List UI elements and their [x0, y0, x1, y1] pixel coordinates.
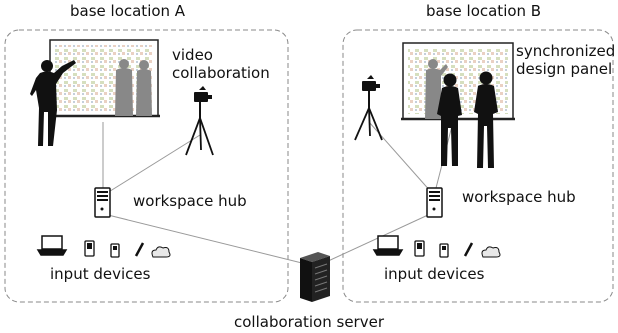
site-b-title: base location B [426, 2, 542, 20]
phone-icon [110, 243, 120, 258]
tower-server-icon [94, 187, 111, 218]
site-b-boundary [342, 29, 614, 303]
hub-a-label: workspace hub [133, 192, 247, 210]
tower-server-icon [426, 187, 443, 218]
panel-b-caption-line-2: design panel [516, 60, 613, 78]
panel-a-caption-line-1: video [172, 46, 213, 64]
tripod-camera-icon [354, 75, 383, 141]
panel-b-caption: synchronized design panel [516, 42, 615, 78]
devices-b-label: input devices [384, 265, 485, 283]
phone-icon [414, 240, 425, 257]
cloud-icon [151, 246, 171, 258]
panel-a-caption-line-2: collaboration [172, 64, 270, 82]
laptop-icon [36, 235, 68, 256]
presenter-silhouette [30, 60, 76, 146]
devices-a-label: input devices [50, 265, 151, 283]
participants-silhouette [437, 71, 498, 168]
stylus-icon [463, 242, 474, 257]
hub-b-label: workspace hub [462, 188, 576, 206]
stylus-icon [134, 242, 145, 257]
tripod-camera-icon [185, 86, 214, 156]
panel-a-caption: video collaboration [172, 46, 270, 82]
phone-icon [84, 240, 95, 257]
panel-b-caption-line-1: synchronized [516, 42, 616, 60]
phone-icon [439, 243, 449, 258]
cloud-icon [481, 246, 501, 258]
rack-server-icon [300, 252, 330, 302]
laptop-icon [372, 235, 404, 256]
remote-presenter [425, 59, 448, 119]
server-label: collaboration server [234, 313, 384, 331]
site-a-title: base location A [70, 2, 186, 20]
remote-participants [115, 59, 152, 116]
